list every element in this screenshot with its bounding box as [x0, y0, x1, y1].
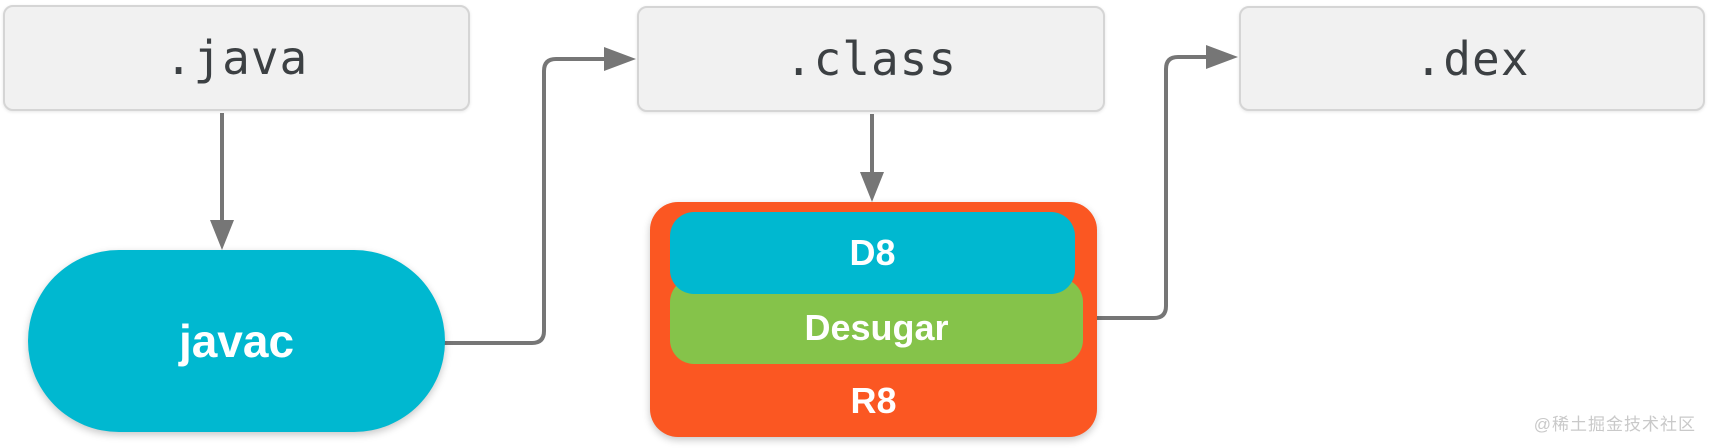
arrowhead-down-javac [210, 220, 234, 250]
node-java-label: .java [164, 31, 309, 85]
arrow-r8-to-dex [1090, 55, 1208, 320]
node-class-file: .class [637, 6, 1105, 112]
node-dex-file: .dex [1239, 6, 1705, 111]
arrowhead-right-dex [1206, 45, 1238, 69]
node-d8-label: D8 [849, 232, 896, 273]
node-class-label: .class [784, 32, 958, 86]
node-javac-tool: javac [28, 250, 445, 432]
node-r8-label: R8 [850, 379, 897, 421]
node-java-file: .java [3, 5, 470, 111]
node-d8-tool: D8 [670, 212, 1075, 294]
arrowhead-down-d8 [860, 172, 884, 202]
node-desugar-label: Desugar [804, 307, 949, 348]
arrowhead-right-class [604, 47, 636, 71]
watermark: @稀土掘金技术社区 [1533, 415, 1696, 434]
node-r8-group: D8 Desugar R8 [650, 202, 1097, 437]
node-dex-label: .dex [1414, 31, 1530, 86]
node-javac-label: javac [178, 315, 295, 367]
